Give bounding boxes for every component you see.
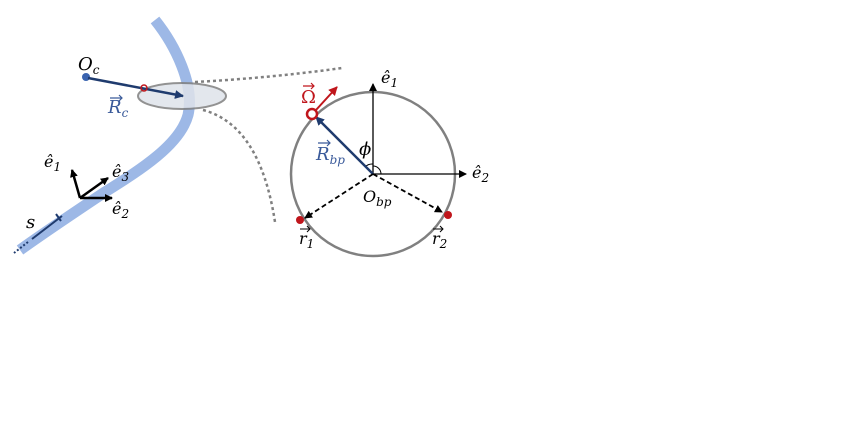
filament-tube [16, 16, 195, 255]
obp-label: Obp [363, 187, 392, 209]
frame-e3-arrow [79, 176, 109, 200]
bead-marker [305, 107, 319, 121]
frame-e2-label: ê2 [112, 199, 129, 221]
r1-vector [304, 173, 374, 219]
rc-vector [87, 76, 184, 99]
rbp-label: Rbp [315, 144, 345, 167]
frame-e3-label: ê3 [112, 162, 129, 184]
circle-e2-label: ê2 [472, 163, 489, 185]
zoom-connector-top [194, 66, 343, 84]
arclength-tick [55, 213, 62, 222]
rbp-label-arrow-accent [318, 139, 331, 147]
circle-e1-label: ê1 [381, 68, 398, 90]
r2-label-arrow-accent [433, 225, 444, 233]
arclength-line [31, 215, 63, 240]
r1-point [296, 216, 304, 224]
right-angle-arc [372, 165, 382, 175]
r2-vector [372, 173, 443, 213]
rc-label-arrow-accent [110, 94, 123, 102]
phi-label: ϕ [359, 139, 371, 160]
r2-point [444, 211, 452, 219]
r1-label: r1 [299, 229, 314, 251]
filament-tail-dotted [13, 241, 29, 254]
r2-label: r2 [432, 229, 447, 251]
r1-label-arrow-accent [300, 225, 311, 233]
frame-e1-label: ê1 [44, 152, 61, 174]
omega-label-arrow-accent [303, 82, 315, 90]
arclength-label: s [26, 212, 35, 233]
frame-e1-arrow [70, 169, 82, 199]
contact-point-small [140, 84, 148, 92]
rc-label: Rc [107, 97, 129, 120]
rbp-vector [315, 116, 374, 175]
omega-vector [315, 86, 338, 111]
omega-label: Ω [301, 87, 316, 108]
zoom-connector-bottom [202, 108, 277, 223]
oc-label: Oc [78, 54, 100, 77]
